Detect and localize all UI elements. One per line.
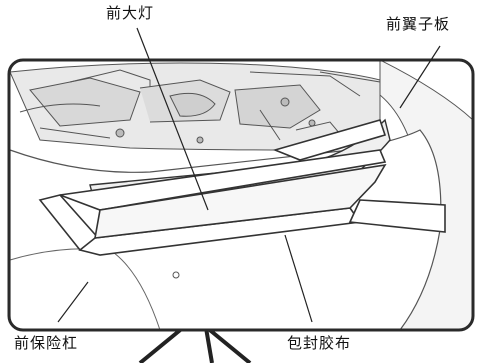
label-bumper: 前保险杠: [14, 334, 79, 352]
masking-tape: [38, 119, 446, 256]
illustration-frame: [7, 58, 475, 332]
label-headlight: 前大灯: [106, 4, 155, 22]
engine-bay: [9, 62, 396, 151]
label-fender: 前翼子板: [386, 15, 451, 33]
leader-lines: [57, 27, 441, 323]
label-tape: 包封胶布: [287, 334, 352, 352]
